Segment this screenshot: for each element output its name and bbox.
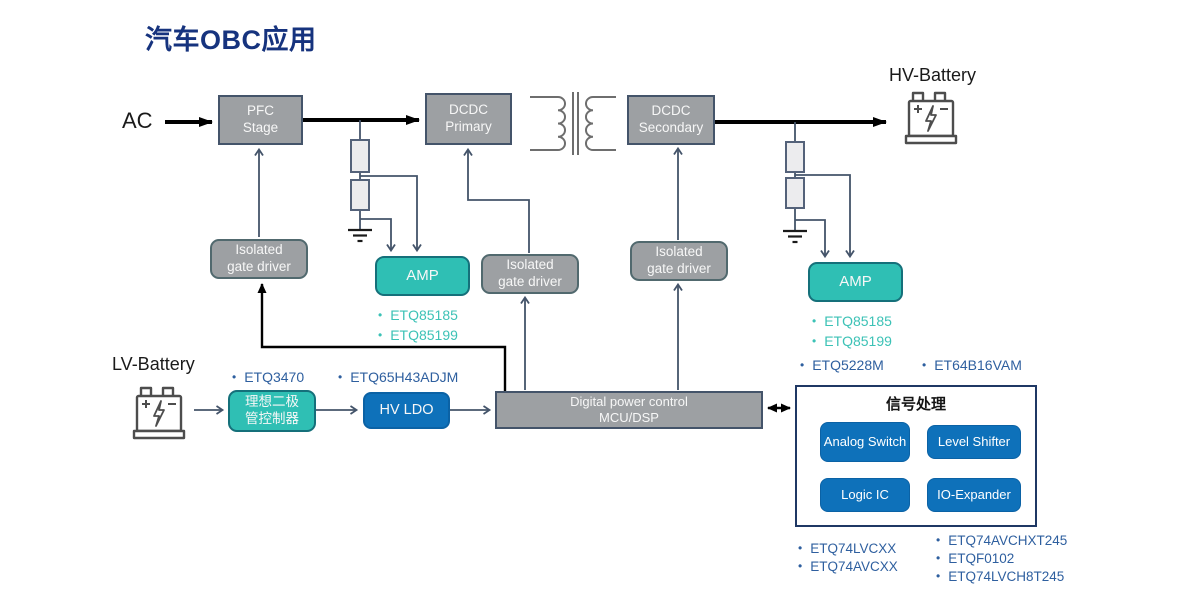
analog-switch-button: Analog Switch — [820, 422, 910, 462]
io-expander-button: IO-Expander — [927, 478, 1021, 512]
part-item: ETQF0102 — [936, 550, 1067, 568]
signal-processing-title: 信号处理 — [885, 396, 946, 413]
amp-box-right: AMP — [808, 262, 903, 302]
resistor-icon — [785, 177, 805, 209]
resistor-icon — [350, 139, 370, 173]
hv-side-part: ETQ5228M — [800, 356, 884, 376]
part-item: ETQ85185 — [812, 312, 892, 332]
dcdc-primary-box: DCDC Primary — [425, 93, 512, 145]
pfc-stage-box: PFC Stage — [218, 95, 303, 145]
lv-battery-label: LV-Battery — [112, 354, 195, 374]
amp-box-left: AMP — [375, 256, 470, 296]
level-shifter-button: Level Shifter — [927, 425, 1021, 459]
dcdc-secondary-box: DCDC Secondary — [627, 95, 715, 145]
amp-left-part-list: ETQ85185 ETQ85199 — [378, 306, 458, 346]
part-item: ETQ74LVCXX — [798, 540, 898, 558]
divider-right-low-to-amp — [795, 219, 830, 259]
hv-ldo-part: ETQ65H43ADJM — [338, 368, 458, 388]
signal-left-part-list: ETQ74LVCXX ETQ74AVCXX — [798, 540, 898, 576]
sense-resistors — [350, 139, 805, 211]
ac-label: AC — [122, 108, 153, 133]
hv-side-part: ET64B16VAM — [922, 356, 1022, 376]
power-bus-lines — [165, 115, 887, 127]
signal-processing-box: 信号处理 Analog Switch Level Shifter Logic I… — [795, 385, 1037, 527]
gate-mid-to-primary-line — [463, 147, 530, 253]
resistor-icon — [785, 141, 805, 173]
part-item: ETQ74LVCH8T245 — [936, 568, 1067, 586]
part-item: ETQ74AVCHXT245 — [936, 532, 1067, 550]
hv-battery-label: HV-Battery — [889, 65, 977, 85]
transformer-icon — [530, 92, 616, 155]
hv-battery-icon — [904, 91, 958, 145]
ground-icon-right — [783, 229, 807, 244]
part-item: ETQ85199 — [378, 326, 458, 346]
mcu-box: Digital power control MCU/DSP — [495, 391, 763, 429]
logic-ic-button: Logic IC — [820, 478, 910, 512]
isolated-gate-driver-box-mid: Isolated gate driver — [481, 254, 579, 294]
mcu-control-lines — [257, 283, 791, 413]
divider-left-tap-to-amp — [360, 175, 422, 253]
divider-right-tap-to-amp — [795, 174, 855, 259]
hv-ldo-box: HV LDO — [363, 392, 450, 429]
divider-left-low-to-amp — [360, 218, 396, 253]
amp-right-part-list: ETQ85185 ETQ85199 — [812, 312, 892, 352]
lv-battery-icon — [132, 386, 186, 440]
ideal-diode-part: ETQ3470 — [232, 368, 304, 388]
part-item: ETQ85185 — [378, 306, 458, 326]
signal-right-part-list: ETQ74AVCHXT245 ETQF0102 ETQ74LVCH8T245 — [936, 532, 1067, 586]
part-item: ETQ74AVCXX — [798, 558, 898, 576]
signal-lines — [194, 120, 855, 415]
isolated-gate-driver-box-right: Isolated gate driver — [630, 241, 728, 281]
resistor-icon — [350, 179, 370, 211]
isolated-gate-driver-box-left: Isolated gate driver — [210, 239, 308, 279]
ideal-diode-controller-box: 理想二极 管控制器 — [228, 390, 316, 432]
part-item: ETQ85199 — [812, 332, 892, 352]
page-title: 汽车OBC应用 — [145, 25, 317, 55]
mcu-to-gate-driver-left-line — [257, 283, 507, 391]
ground-icon-left — [348, 228, 372, 243]
